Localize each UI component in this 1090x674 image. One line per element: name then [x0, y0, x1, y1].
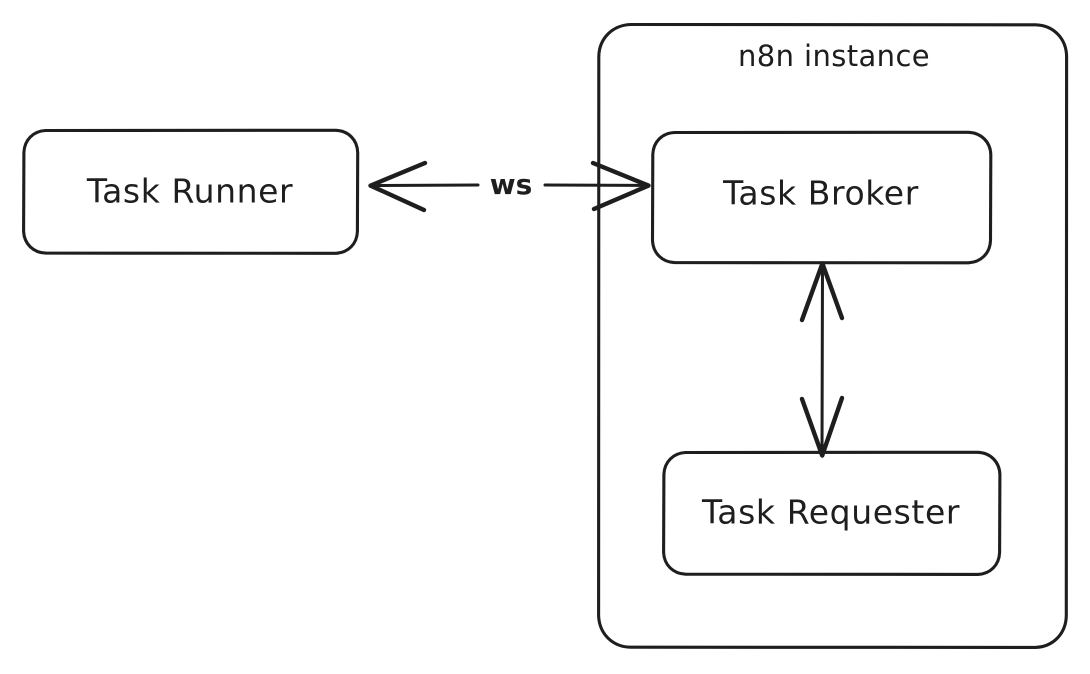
- broker-requester-shaft: [820, 264, 824, 454]
- edge-broker-requester[interactable]: [799, 261, 845, 458]
- task-broker-box: [650, 130, 993, 265]
- task-broker-label: Task Broker: [722, 174, 919, 213]
- task-runner-box: [22, 128, 360, 255]
- broker-requester-arrowhead-down: [799, 395, 845, 458]
- ws-edge-label: ws: [490, 168, 533, 201]
- ws-edge-shaft-left: [370, 183, 480, 187]
- ws-label-backdrop: [481, 166, 542, 204]
- task-requester-box: [662, 450, 1002, 576]
- node-task-broker[interactable]: Task Broker: [650, 130, 993, 265]
- node-task-requester[interactable]: Task Requester: [662, 450, 1002, 576]
- broker-requester-arrowhead-up: [799, 261, 845, 323]
- ws-edge-arrowhead-right: [590, 160, 651, 212]
- task-requester-label: Task Requester: [701, 493, 960, 532]
- n8n-instance-label: n8n instance: [738, 39, 930, 73]
- ws-edge-arrowhead-left: [368, 160, 428, 213]
- node-task-runner[interactable]: Task Runner: [22, 128, 360, 255]
- task-runner-label: Task Runner: [86, 172, 293, 211]
- edge-runner-broker[interactable]: ws: [368, 160, 651, 213]
